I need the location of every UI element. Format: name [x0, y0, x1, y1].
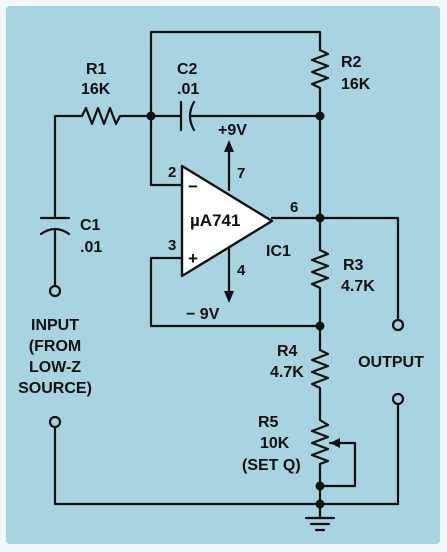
c2-name-label: C2 [177, 61, 198, 78]
ground-symbol [304, 502, 336, 532]
r2-name-label: R2 [341, 54, 362, 71]
input-label-line-4: SOURCE) [18, 380, 92, 397]
pin-6-label: 6 [290, 199, 298, 216]
c2-capacitor-symbol [179, 100, 196, 132]
pin-4-label: 4 [237, 262, 246, 279]
opamp-noninverting-sign: + [188, 249, 198, 268]
output-label: OUTPUT [358, 354, 424, 371]
output-terminal-top [391, 318, 405, 332]
pin-7-label: 7 [237, 165, 245, 182]
pin-2-label: 2 [168, 164, 176, 181]
input-label-line-2: (FROM [29, 338, 81, 355]
r1-value-label: 16K [81, 81, 111, 98]
output-terminal-bottom [391, 392, 405, 406]
opamp-part-number: µA741 [190, 211, 240, 230]
r1-resistor-symbol [80, 106, 126, 126]
wire-c1-to-r1 [53, 114, 84, 219]
wire-top-loop [149, 30, 322, 118]
junction-dot [315, 321, 325, 331]
r2-value-label: 16K [341, 76, 371, 93]
wire-noninverting-loop [149, 256, 322, 328]
wire-output-branch [318, 216, 400, 322]
wires [53, 30, 400, 520]
junctions [146, 111, 325, 509]
c1-value-label: .01 [80, 239, 102, 256]
schematic-background [6, 6, 440, 544]
r3-name-label: R3 [343, 257, 364, 274]
input-terminal-top [48, 284, 62, 298]
opamp-triangle [180, 164, 274, 278]
r4-resistor-symbol [310, 348, 330, 394]
c1-name-label: C1 [80, 217, 101, 234]
terminals [48, 284, 405, 429]
c2-value-label: .01 [177, 81, 199, 98]
positive-supply-label: +9V [218, 122, 247, 139]
opamp-inverting-sign: − [188, 177, 198, 196]
r3-value-label: 4.7K [341, 278, 375, 295]
r5-potentiometer-symbol [310, 418, 330, 468]
wire-r5-wiper [318, 441, 357, 488]
r5-note-label: (SET Q) [242, 457, 301, 474]
r1-name-label: R1 [86, 61, 107, 78]
r4-name-label: R4 [277, 343, 298, 360]
junction-dot [315, 111, 325, 121]
input-terminal-bottom [48, 415, 62, 429]
junction-dot [315, 481, 325, 491]
minus-supply-arrow [224, 291, 234, 303]
r4-value-label: 4.7K [270, 364, 304, 381]
negative-supply-label: − 9V [186, 306, 220, 323]
input-label-line-1: INPUT [31, 317, 79, 334]
pin-3-label: 3 [168, 237, 176, 254]
r2-resistor-symbol [310, 48, 330, 94]
r5-value-label: 10K [260, 435, 290, 452]
junction-dot [315, 213, 325, 223]
wire-to-inverting-input [149, 114, 184, 187]
r3-resistor-symbol [310, 248, 330, 294]
r5-name-label: R5 [258, 414, 279, 431]
wire-ground-return [53, 402, 400, 506]
c1-capacitor-symbol [39, 216, 71, 236]
r5-wiper-arrow [330, 438, 340, 448]
input-label-line-3: LOW-Z [29, 359, 81, 376]
ic-reference-label: IC1 [266, 243, 291, 260]
junction-dot [146, 111, 156, 121]
plus-supply-arrow [224, 140, 234, 152]
